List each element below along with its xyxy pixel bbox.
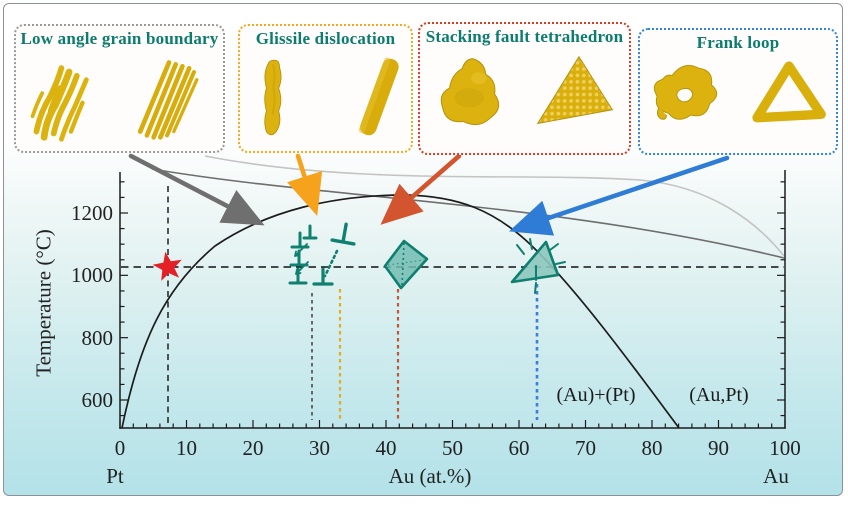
x-tick-90: 90 (708, 436, 729, 460)
y-tick-1200: 1200 (71, 201, 113, 225)
x-tick-80: 80 (641, 436, 663, 460)
defect-box-frank-title: Frank loop (696, 33, 780, 52)
x-tick-70: 70 (575, 436, 596, 460)
defect-box-frank-images (640, 53, 836, 147)
y-tick-1000: 1000 (71, 263, 113, 287)
defect-box-glissile-images (240, 49, 411, 145)
frank-tomogram-image (653, 65, 718, 120)
y-tick-600: 600 (81, 388, 114, 412)
x-axis-left-endpoint-label: Pt (106, 464, 124, 488)
region-label-two-phase: (Au)+(Pt) (556, 384, 636, 406)
sft-schematic-image (536, 55, 613, 125)
y-tick-800: 800 (81, 326, 114, 350)
x-tick-30: 30 (309, 436, 330, 460)
x-axis-right-endpoint-label: Au (763, 464, 789, 488)
defect-box-sft: Stacking fault tetrahedron (418, 22, 631, 155)
defect-box-lagb: Low angle grain boundary (14, 24, 225, 153)
lagb-schematic-image (137, 60, 198, 140)
defect-box-lagb-images (16, 49, 223, 145)
defect-box-glissile-title: Glissile dislocation (255, 29, 396, 48)
glissile-schematic-image (358, 57, 399, 136)
defect-box-sft-images (420, 47, 629, 145)
defect-box-lagb-title: Low angle grain boundary (20, 29, 219, 48)
x-tick-20: 20 (242, 436, 264, 460)
x-tick-0: 0 (114, 436, 126, 460)
defect-box-sft-title: Stacking fault tetrahedron (425, 27, 624, 46)
x-tick-10: 10 (176, 436, 197, 460)
sft-tomogram-image (440, 58, 499, 126)
x-tick-60: 60 (508, 436, 530, 460)
y-axis-label: Temperature (°C) (31, 229, 56, 377)
glissile-tomogram-image (263, 59, 281, 136)
lagb-tomogram-image (30, 65, 89, 142)
x-tick-100: 100 (769, 436, 801, 460)
x-tick-50: 50 (442, 436, 463, 460)
frank-schematic-image (752, 61, 826, 123)
defect-box-glissile: Glissile dislocation (238, 24, 413, 153)
region-label-solid-solution: (Au,Pt) (689, 384, 749, 406)
x-tick-40: 40 (375, 436, 397, 460)
defect-box-frank: Frank loop (638, 28, 838, 155)
x-axis-label: Au (at.%) (388, 464, 472, 488)
